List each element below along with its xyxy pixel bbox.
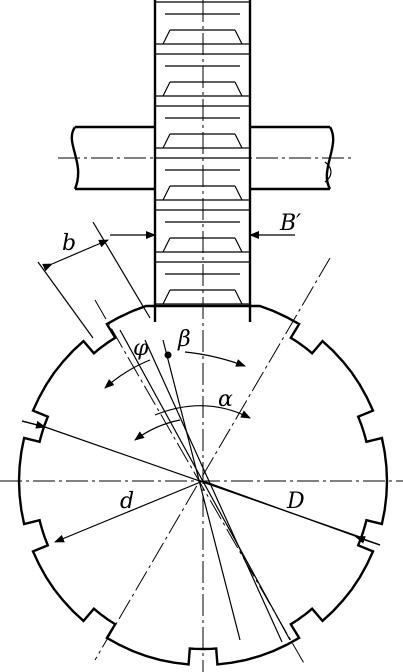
lower-angle-arc [134, 419, 181, 441]
label-B-prime: B′ [279, 211, 301, 236]
label-d: d [120, 489, 134, 514]
label-D: D [286, 489, 305, 514]
label-b: b [62, 231, 76, 256]
hob-tooth-line [162, 133, 171, 149]
oblique-centerline-right [94, 257, 331, 661]
radial-line-2 [119, 329, 291, 641]
hob-tooth-line [234, 133, 243, 149]
radial-line-1 [144, 339, 283, 643]
phi-angle-arc [104, 359, 151, 389]
contact-point [164, 351, 172, 359]
alpha-angle-arc [154, 405, 251, 419]
hob-tooth-line [234, 289, 243, 305]
hob-tooth-line [162, 289, 171, 305]
label-alpha: α [218, 387, 233, 412]
hob-tooth-line [162, 81, 171, 97]
hob-tooth-line [162, 237, 171, 253]
major-diameter-D-dimension [21, 420, 381, 546]
beta-angle-arc [184, 351, 246, 367]
hob-tooth-line [162, 29, 171, 45]
hob-tooth-line [234, 29, 243, 45]
hob-tooth-line [234, 81, 243, 97]
label-beta: β [177, 327, 191, 352]
radial-line-3 [162, 339, 241, 641]
hob-tooth-line [234, 237, 243, 253]
label-phi: φ [133, 336, 149, 361]
width-b-dimension [37, 221, 151, 339]
minor-diameter-d-line [54, 480, 204, 543]
hob-tooth-line [162, 185, 171, 201]
hob-tooth-line [234, 185, 243, 201]
